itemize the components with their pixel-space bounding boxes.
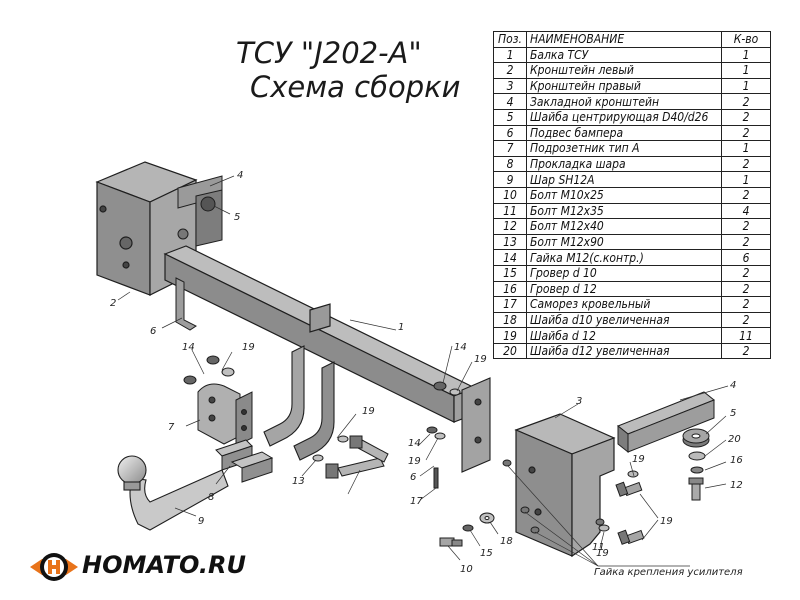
amplifier-nut-note: Гайка крепления усилителя <box>594 567 743 578</box>
callout-number: 13 <box>292 476 305 487</box>
part-name: Шайба d 12 <box>526 327 722 344</box>
left-bracket <box>95 161 198 296</box>
callout-number: 11 <box>592 542 605 553</box>
callout-number: 8 <box>208 492 214 503</box>
callout-number: 19 <box>632 454 645 465</box>
part-pos: 11 <box>493 202 527 220</box>
part-qty: 6 <box>721 249 771 266</box>
bolts-m12x90 <box>325 435 389 479</box>
callout-number: 18 <box>500 536 513 547</box>
callout-number: 15 <box>480 548 493 559</box>
callout-number: 12 <box>730 480 743 491</box>
part-name: Кронштейн левый <box>526 62 722 79</box>
part-name: Болт М10х25 <box>526 186 722 204</box>
bumper-hanger-left <box>175 277 197 331</box>
callout-number: 19 <box>362 406 375 417</box>
washers-nuts-middle <box>183 355 461 489</box>
bottom-hardware <box>439 512 495 547</box>
insert-bracket-right <box>617 391 715 454</box>
part-pos: 18 <box>493 311 527 329</box>
part-qty: 2 <box>721 108 771 126</box>
callout-number: 14 <box>182 342 195 353</box>
callout-number: 14 <box>408 438 421 449</box>
right-hardware <box>682 428 710 501</box>
ball-mount-plates <box>263 345 335 461</box>
homato-logo-icon <box>30 553 78 581</box>
callout-number: 17 <box>410 496 423 507</box>
leader-lines <box>117 175 729 567</box>
callout-number: 16 <box>730 455 743 466</box>
part-name: Шайба центрирующая D40/d26 <box>526 108 722 126</box>
ball-gaskets <box>215 439 274 483</box>
header-pos: Поз. <box>493 31 527 48</box>
callout-number: 19 <box>408 456 421 467</box>
callout-labels: 4 5 2 6 1 14 19 7 8 9 14 19 19 13 14 19 6 17 3 4 5 20 16 12 19 19… <box>110 170 743 575</box>
right-bracket <box>514 413 616 558</box>
bolts-m12x35 <box>598 470 645 545</box>
callout-number: 20 <box>728 434 741 445</box>
part-name: Шар SH12A <box>526 171 722 188</box>
callout-number: 9 <box>198 516 204 527</box>
part-qty: 2 <box>721 342 771 360</box>
parts-table-header: Поз. НАИМЕНОВАНИЕ К-во <box>493 31 771 48</box>
part-pos: 19 <box>493 327 527 344</box>
homato-logo: HOMATO.RU <box>28 549 248 589</box>
callout-number: 4 <box>730 380 736 391</box>
callout-number: 19 <box>474 354 487 365</box>
part-name: Шайба d10 увеличенная <box>526 311 722 329</box>
callout-number: 3 <box>576 396 582 407</box>
tow-ball <box>117 455 229 531</box>
part-name: Шайба d12 увеличенная <box>526 342 722 360</box>
part-name: Саморез кровельный <box>526 296 722 313</box>
callout-number: 6 <box>150 326 156 337</box>
callout-number: 2 <box>110 298 116 309</box>
callout-number: 7 <box>168 422 175 433</box>
title-line-2: Схема сборки <box>250 70 461 104</box>
amplifier-nuts <box>502 459 605 534</box>
callout-number: 5 <box>234 212 240 223</box>
socket-bracket <box>197 383 253 447</box>
callout-number: 4 <box>237 170 243 181</box>
callout-number: 6 <box>410 472 416 483</box>
part-name: Закладной кронштейн <box>526 93 722 110</box>
insert-bracket-left <box>177 175 223 247</box>
callout-number: 14 <box>454 342 467 353</box>
callout-number: 5 <box>730 408 736 419</box>
part-pos: 17 <box>493 296 527 313</box>
part-name: Подвес бампера <box>526 124 722 142</box>
homato-logo-text: HOMATO.RU <box>82 551 246 579</box>
beam-end-plate <box>461 377 491 473</box>
callout-number: 19 <box>242 342 255 353</box>
callout-number: 10 <box>460 564 473 575</box>
callout-number: 19 <box>660 516 673 527</box>
title-line-1: ТСУ "J202-A" <box>236 36 422 70</box>
diagram-title: ТСУ "J202-A" Схема сборки <box>236 36 466 104</box>
callout-number: 19 <box>596 548 609 559</box>
callout-number: 1 <box>398 322 404 333</box>
